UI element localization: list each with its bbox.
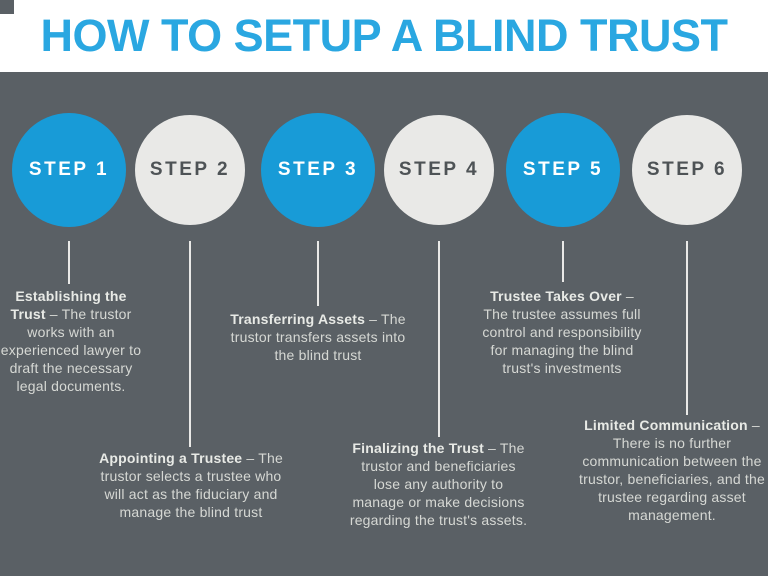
step-6-title: Limited Communication — [584, 417, 748, 433]
step-4-circle: STEP 4 — [384, 115, 494, 225]
step-5-description: Trustee Takes Over – The trustee assumes… — [476, 287, 648, 377]
step-3-body-text: – The trustor transfers assets into the … — [230, 311, 406, 363]
step-6-circle: STEP 6 — [632, 115, 742, 225]
step-5-title: Trustee Takes Over — [490, 288, 622, 304]
step-4-body-text: – The trustor and beneficiaries lose any… — [349, 440, 528, 528]
step-4-label: STEP 4 — [398, 159, 480, 180]
step-3-circle: STEP 3 — [261, 113, 375, 227]
step-4-title: Finalizing the Trust — [352, 440, 484, 456]
step-3-connector-line — [317, 241, 319, 306]
step-1-body-text: – The trustor works with an experienced … — [0, 306, 142, 394]
step-3-label: STEP 3 — [277, 159, 359, 180]
step-2-title: Appointing a Trustee — [99, 450, 243, 466]
step-2-body-text: – The trustor selects a trustee who will… — [100, 450, 283, 520]
step-1-description: Establishing the Trust – The trustor wor… — [0, 287, 142, 395]
step-6-body-text: – There is no further communication betw… — [579, 417, 765, 523]
step-6-description: Limited Communication – There is no furt… — [576, 416, 768, 524]
step-6-label: STEP 6 — [646, 159, 728, 180]
step-1-label: STEP 1 — [28, 159, 110, 180]
step-3-title: Transferring Assets — [230, 311, 366, 327]
step-5-label: STEP 5 — [522, 159, 604, 180]
header: HOW TO SETUP A BLIND TRUST — [0, 0, 768, 72]
step-2-label: STEP 2 — [149, 159, 231, 180]
step-2-description: Appointing a Trustee – The trustor selec… — [94, 449, 288, 521]
corner-mark — [0, 0, 14, 14]
step-1-title: Establishing the Trust — [10, 288, 127, 322]
step-4-description: Finalizing the Trust – The trustor and b… — [348, 439, 529, 529]
step-5-connector-line — [562, 241, 564, 282]
step-5-body-text: – The trustee assumes full control and r… — [482, 288, 642, 376]
step-6-connector-line — [686, 241, 688, 415]
step-5-circle: STEP 5 — [506, 113, 620, 227]
step-3-description: Transferring Assets – The trustor transf… — [230, 310, 406, 364]
step-2-circle: STEP 2 — [135, 115, 245, 225]
step-1-connector-line — [68, 241, 70, 284]
step-2-connector-line — [189, 241, 191, 447]
page-title: HOW TO SETUP A BLIND TRUST — [40, 10, 728, 61]
step-1-circle: STEP 1 — [12, 113, 126, 227]
step-4-connector-line — [438, 241, 440, 437]
